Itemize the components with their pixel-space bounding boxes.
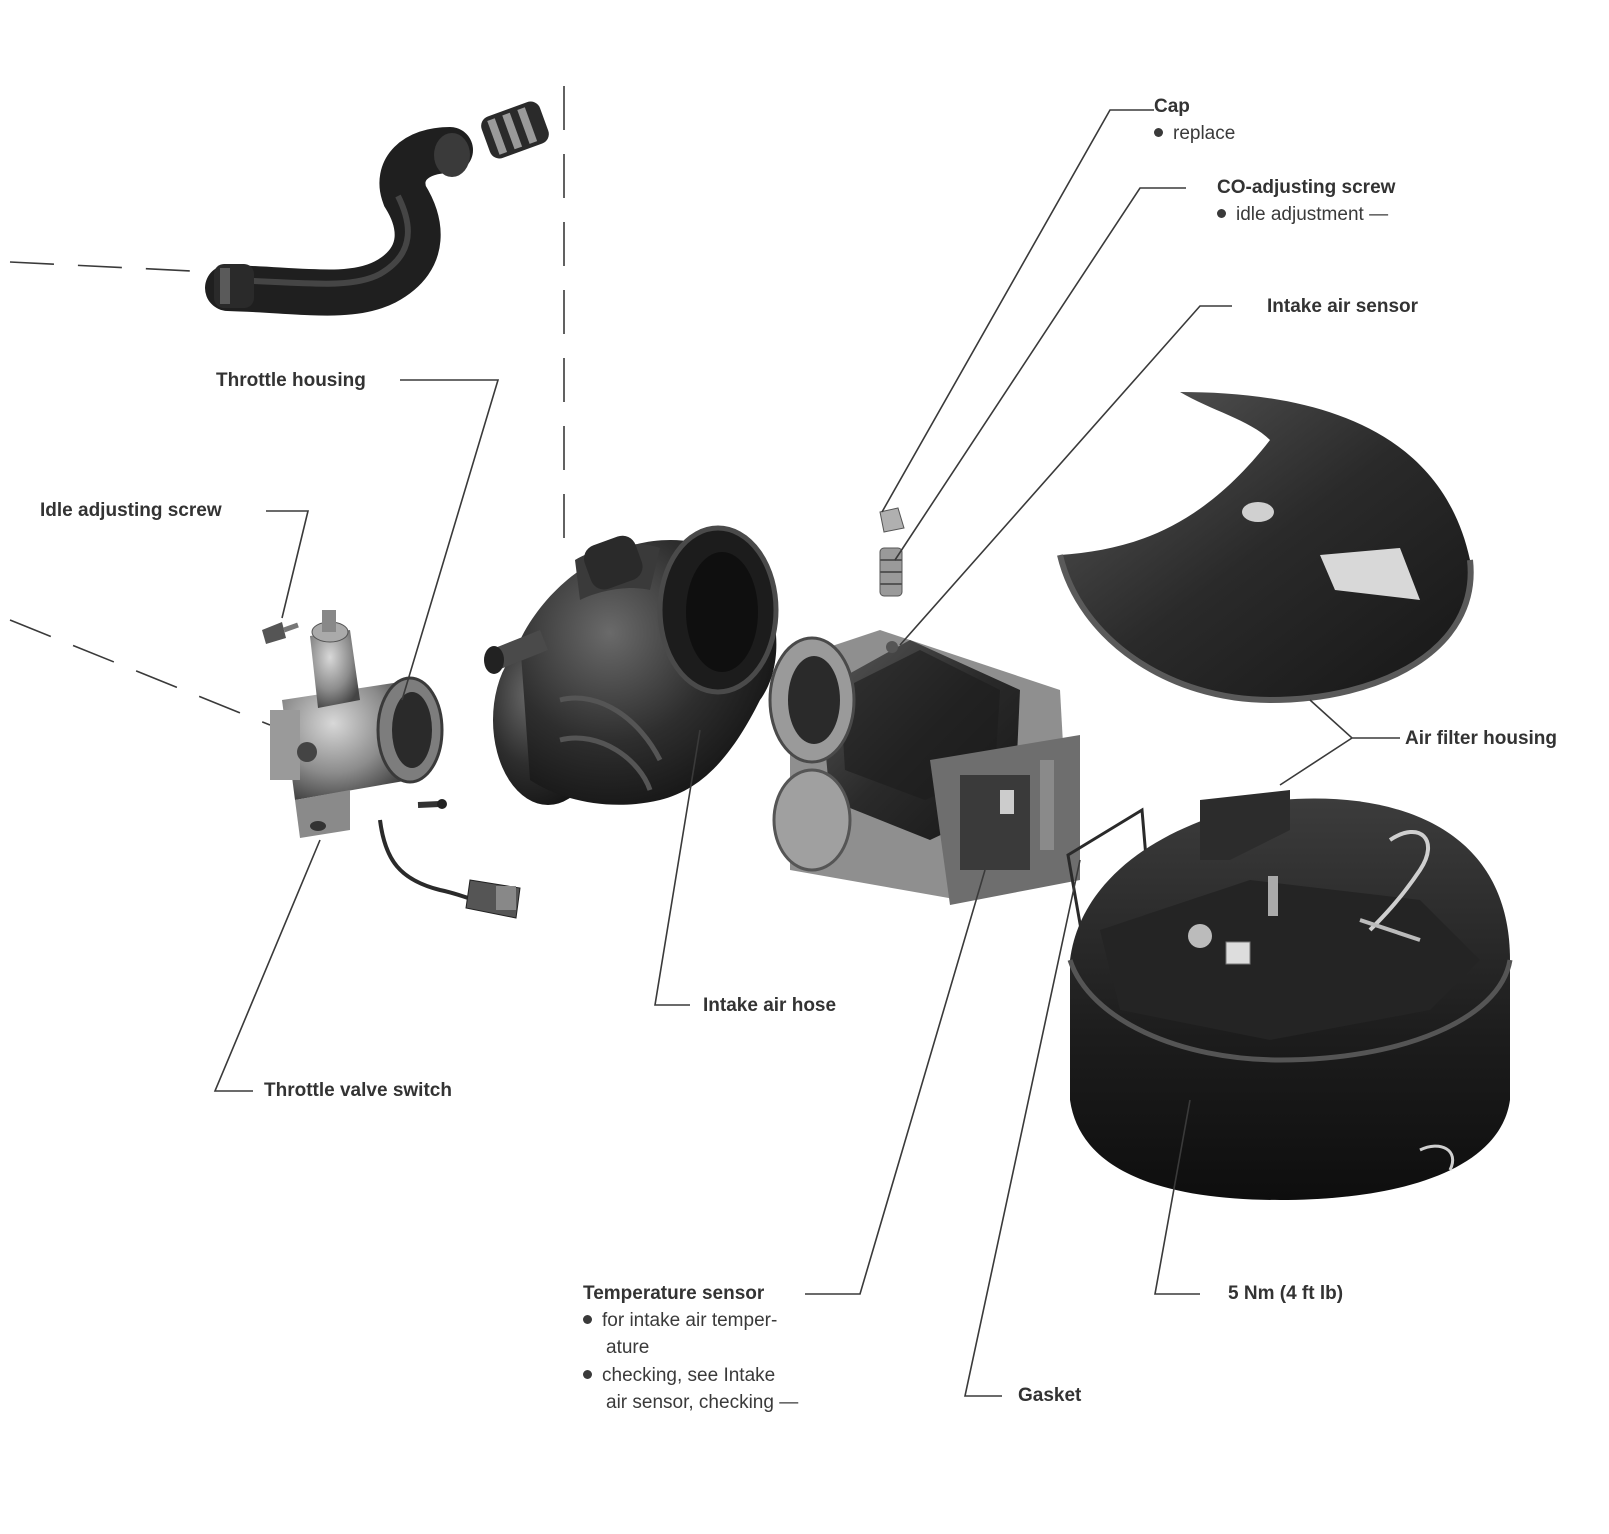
- label-torque: 5 Nm (4 ft lb): [1228, 1283, 1344, 1304]
- dashed-guide-lines: [9, 86, 565, 726]
- leader-air-filter: [1279, 699, 1400, 786]
- label-intake-air-sensor: Intake air sensor: [1267, 296, 1419, 317]
- throttle-housing-part: [270, 610, 444, 838]
- idle-screw-part: [262, 622, 299, 644]
- note-co-screw-text: idle adjustment —: [1236, 204, 1389, 225]
- note-temp-2: checking, see Intake: [583, 1365, 775, 1387]
- air-filter-lid-part: [1057, 392, 1474, 704]
- note-temp-2a: checking, see Intake: [602, 1365, 776, 1386]
- leader-torque: [1154, 1099, 1200, 1295]
- intake-air-hose-part: [484, 525, 779, 805]
- dashed-line-throttle-left: [9, 619, 271, 726]
- note-temp-1: for intake air temper-: [583, 1310, 777, 1332]
- leader-throttle-switch: [213, 839, 321, 1092]
- bullet-icon: [583, 1370, 592, 1379]
- label-gasket: Gasket: [1018, 1385, 1082, 1406]
- label-air-filter-housing: Air filter housing: [1405, 728, 1557, 749]
- leader-gasket: [964, 859, 1081, 1397]
- note-temp-1a: for intake air temper-: [602, 1310, 778, 1331]
- label-co-screw: CO-adjusting screw: [1217, 177, 1396, 198]
- throttle-switch-part: [378, 799, 521, 919]
- note-co-screw: idle adjustment —: [1217, 204, 1388, 226]
- intake-air-sensor-part: [768, 630, 1080, 905]
- dashed-line-hose-left: [9, 261, 213, 273]
- bullet-icon: [1217, 209, 1226, 218]
- note-cap: replace: [1154, 123, 1235, 145]
- breather-hose-part: [205, 101, 549, 316]
- co-screw-part: [879, 547, 903, 597]
- leader-co-screw: [894, 187, 1186, 561]
- leader-lines: [213, 109, 1400, 1397]
- label-intake-air-hose: Intake air hose: [703, 995, 837, 1016]
- leader-cap: [881, 109, 1154, 513]
- label-throttle-housing: Throttle housing: [216, 370, 366, 391]
- bullet-icon: [583, 1315, 592, 1324]
- label-throttle-valve-switch: Throttle valve switch: [264, 1080, 452, 1101]
- leader-throttle-housing: [400, 379, 500, 701]
- label-cap: Cap: [1154, 96, 1190, 117]
- breather-connector: [481, 101, 549, 159]
- note-temp-2b: air sensor, checking —: [606, 1392, 799, 1413]
- label-idle-screw: Idle adjusting screw: [40, 500, 222, 521]
- leader-idle-screw: [266, 510, 310, 619]
- air-filter-bowl-part: [1067, 790, 1513, 1200]
- label-temperature-sensor: Temperature sensor: [583, 1283, 765, 1304]
- note-temp-1b: ature: [606, 1337, 650, 1358]
- leader-temp-sensor: [805, 869, 986, 1295]
- note-cap-text: replace: [1173, 123, 1236, 144]
- bullet-icon: [1154, 128, 1163, 137]
- leader-intake-air-sensor: [899, 305, 1232, 646]
- leader-intake-hose: [654, 729, 701, 1006]
- cap-part: [879, 507, 905, 533]
